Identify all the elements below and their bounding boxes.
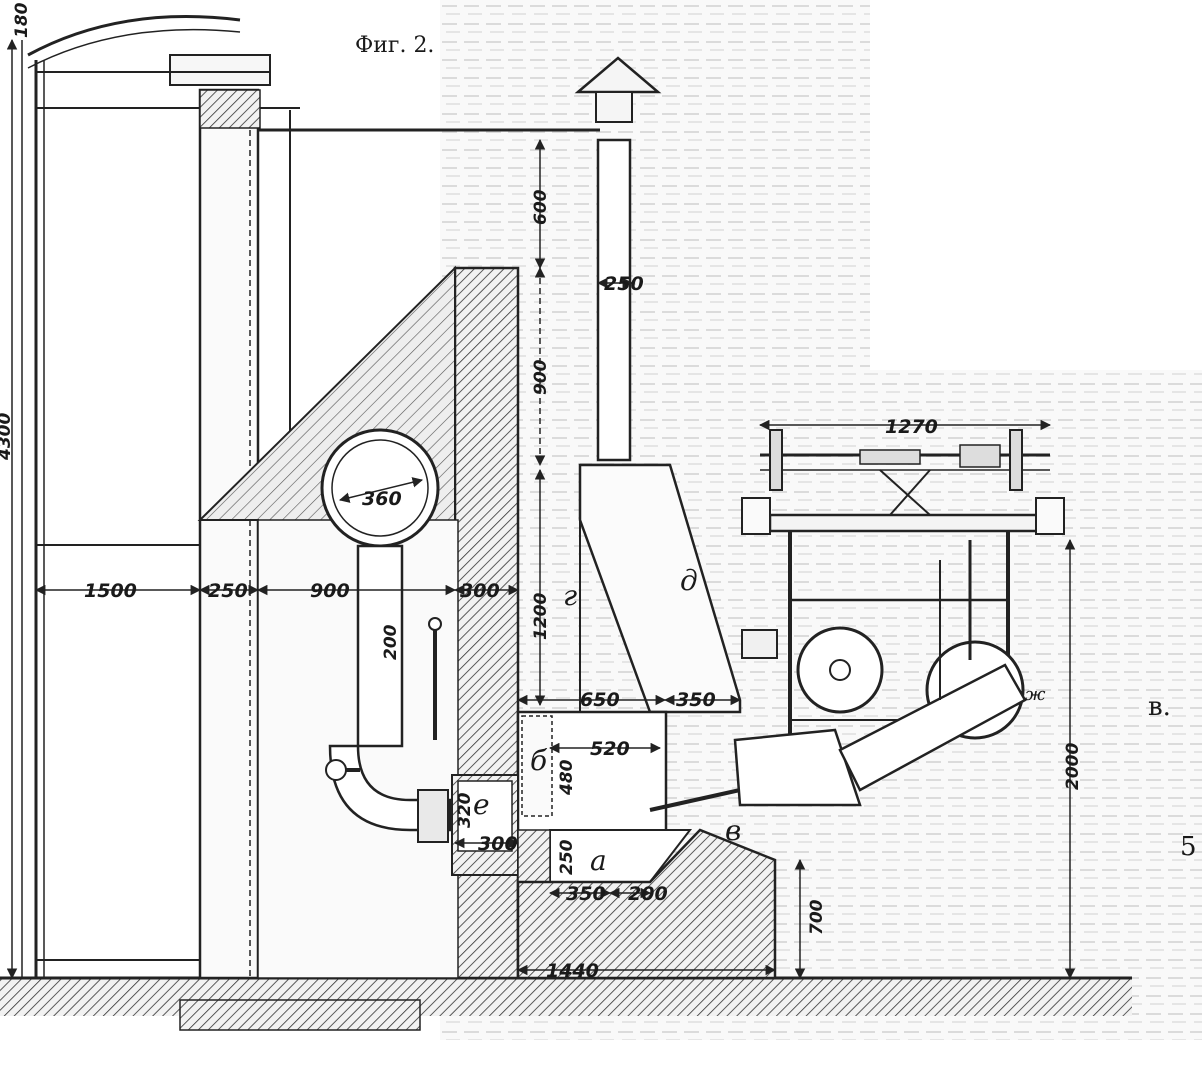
dim-350-top: 350 <box>676 689 716 711</box>
dim-900-horizontal: 900 <box>310 580 350 602</box>
machine <box>733 429 1065 807</box>
dim-350-bottom: 350 <box>566 883 606 905</box>
label-a: а <box>590 844 607 877</box>
dim-250-wall: 250 <box>208 580 248 602</box>
base-block <box>516 828 777 980</box>
dimension-lines <box>6 38 1076 980</box>
label-d: д <box>680 564 698 597</box>
dim-1500: 1500 <box>84 580 137 602</box>
label-e: е <box>473 788 490 821</box>
dim-1270: 1270 <box>885 416 938 438</box>
dim-180: 180 <box>12 2 32 38</box>
label-g: г <box>563 579 577 612</box>
dim-4300: 4300 <box>0 413 15 461</box>
dim-250-box: 250 <box>557 839 577 875</box>
ground <box>0 976 1132 1031</box>
dim-900-vertical: 900 <box>531 359 551 395</box>
dim-360: 360 <box>362 488 402 510</box>
damper-rod <box>325 617 442 781</box>
margin-text-1: в. <box>1148 692 1171 722</box>
dim-480: 480 <box>557 759 577 796</box>
roof <box>27 15 271 86</box>
label-v: в <box>725 814 741 847</box>
figure-caption: Фиг. 2. <box>355 33 434 58</box>
label-zh: ж <box>1025 684 1046 705</box>
grate <box>649 788 741 812</box>
chimney <box>574 56 670 467</box>
dim-700: 700 <box>807 899 827 935</box>
dim-1440: 1440 <box>546 960 599 982</box>
dim-200-bottom: 200 <box>628 883 668 905</box>
dim-300-box: 300 <box>478 833 518 855</box>
dim-200-pipe: 200 <box>381 624 401 660</box>
dim-250-chimney: 250 <box>604 273 644 295</box>
dim-650: 650 <box>580 689 620 711</box>
dim-520: 520 <box>590 738 630 760</box>
dim-600: 600 <box>531 189 551 225</box>
margin-text-2: 5 <box>1180 832 1197 862</box>
dim-300-wall: 300 <box>460 580 500 602</box>
label-b: б <box>530 744 548 777</box>
dim-1200: 1200 <box>531 593 551 640</box>
dim-2000: 2000 <box>1063 743 1083 790</box>
dim-320: 320 <box>455 792 475 828</box>
